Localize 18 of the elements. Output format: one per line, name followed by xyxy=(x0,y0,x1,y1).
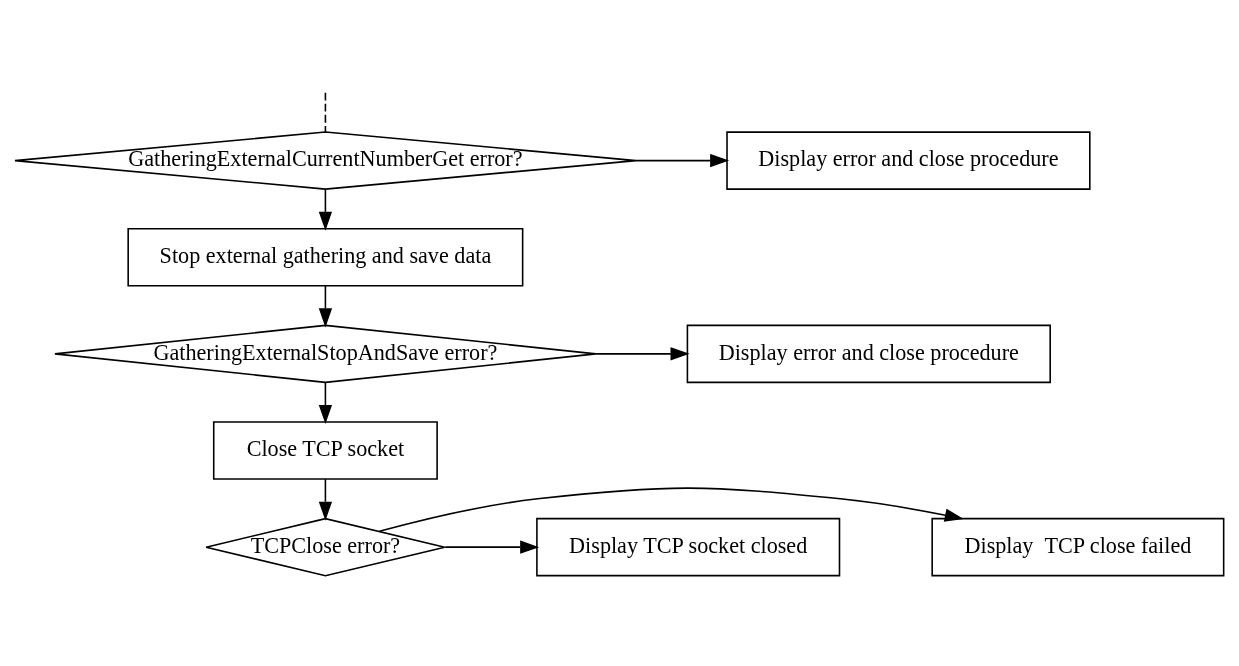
arrow xyxy=(378,486,964,532)
arrow xyxy=(634,153,730,167)
arrow xyxy=(318,284,333,327)
node-box: Display error and close procedure xyxy=(686,324,1051,383)
node-box: Display TCP close failed xyxy=(931,517,1225,576)
node-diamond: GatheringExternalCurrentNumberGet error? xyxy=(14,130,637,190)
node-box: Display error and close procedure xyxy=(726,130,1091,190)
node-box: Close TCP socket xyxy=(212,420,438,480)
node-diamond: GatheringExternalStopAndSave error? xyxy=(54,324,597,383)
node-box: Display TCP socket closed xyxy=(536,517,841,576)
node-diamond: TCPClose error? xyxy=(205,517,446,576)
arrow xyxy=(318,477,333,521)
connector xyxy=(324,91,327,133)
arrow xyxy=(595,346,690,361)
arrow xyxy=(318,381,333,424)
node-box: Stop external gathering and save data xyxy=(127,227,524,287)
arrow xyxy=(318,187,333,231)
arrow xyxy=(444,540,540,554)
